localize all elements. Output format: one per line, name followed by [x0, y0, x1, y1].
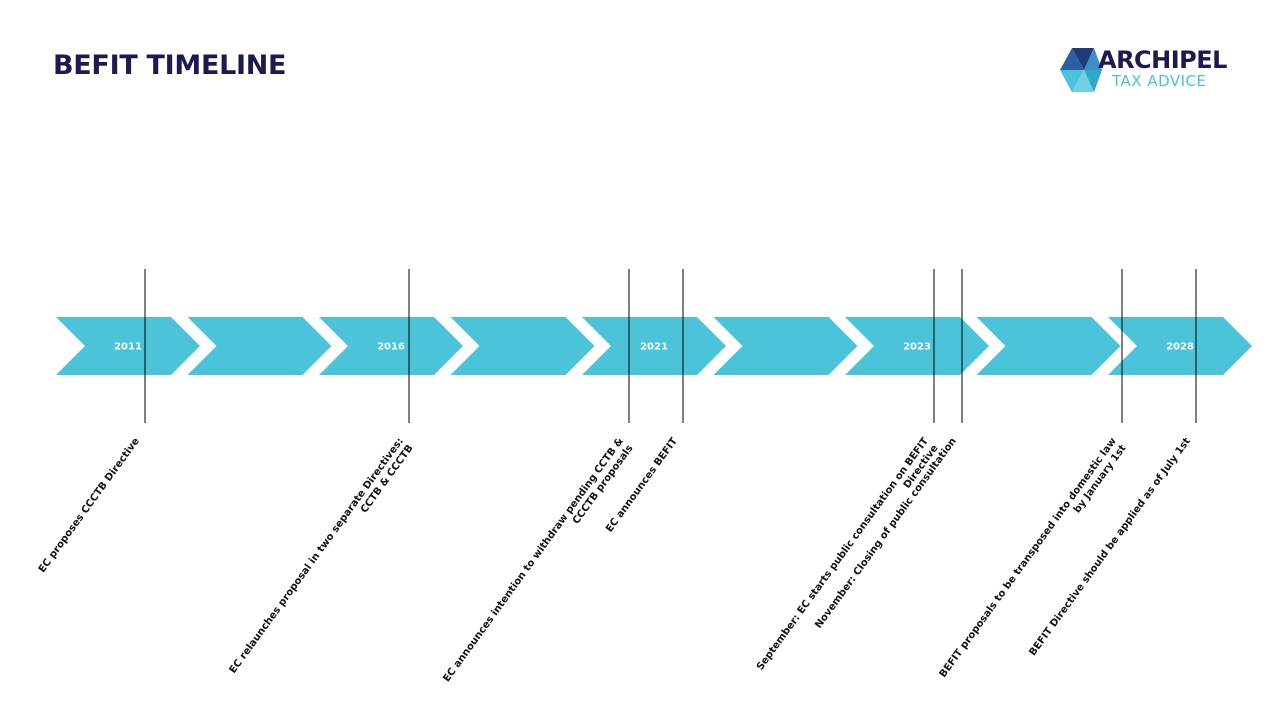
timeline-chevron — [582, 317, 726, 375]
year-label: 2023 — [903, 342, 931, 353]
archipel-logo: ARCHIPEL TAX ADVICE — [1058, 44, 1248, 96]
timeline-chevron — [976, 317, 1121, 375]
timeline-chevron — [845, 317, 989, 375]
timeline-chevron — [319, 317, 463, 375]
page-title: BEFIT TIMELINE — [53, 50, 287, 81]
timeline-chevron — [187, 317, 332, 375]
year-label: 2011 — [114, 342, 142, 353]
year-label: 2016 — [377, 342, 405, 353]
timeline-chevron — [713, 317, 858, 375]
timeline-chevron — [56, 317, 200, 375]
year-label: 2028 — [1166, 342, 1194, 353]
logo-name: ARCHIPEL — [1098, 46, 1227, 74]
logo-tagline: TAX ADVICE — [1112, 72, 1207, 90]
timeline-chevron — [450, 317, 595, 375]
year-label: 2021 — [640, 342, 668, 353]
logo-mark-icon — [1060, 48, 1102, 92]
timeline-chevron — [1108, 317, 1252, 375]
